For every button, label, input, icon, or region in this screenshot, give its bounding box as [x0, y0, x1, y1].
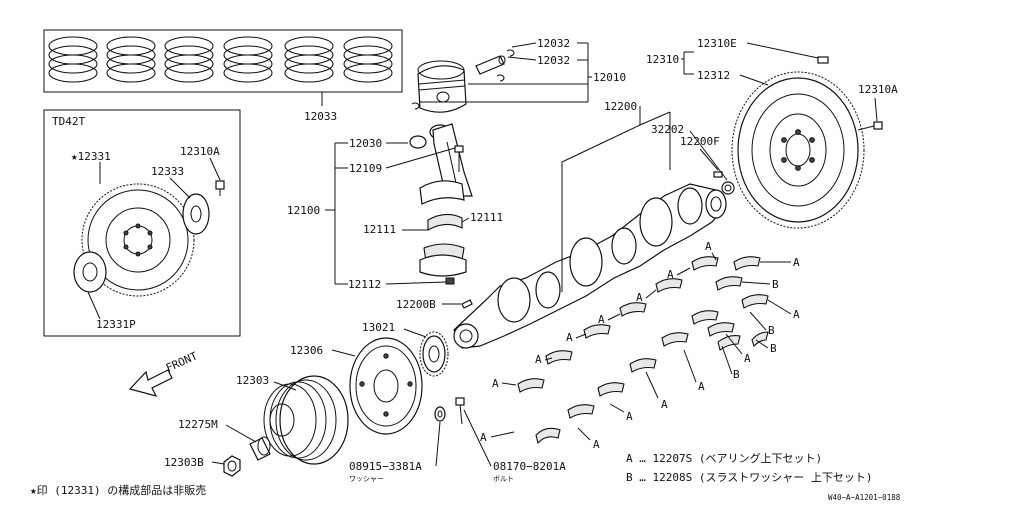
legend-b: B … 12208S (スラストワッシャー 上下セット)	[626, 471, 873, 484]
flywheel-dowel-label: 12310E	[697, 37, 737, 50]
piston	[417, 60, 467, 113]
td42t-inset: TD42T ★12331 12333 12310A 12331P	[43, 109, 241, 337]
pulley-damper	[263, 375, 349, 465]
inset-plate-label: 12333	[151, 165, 184, 178]
drawing-code: W40−A−A1201−0188	[828, 493, 901, 502]
crank-key-label: 12200B	[396, 298, 436, 311]
pilot-bearing	[721, 181, 735, 195]
pin-clip-label-b: 12032	[537, 54, 570, 67]
bushing-label: 12030	[349, 137, 382, 150]
bolt-name: ボルト	[493, 475, 514, 483]
pin-clip-label-a: 12032	[537, 37, 570, 50]
washer-12275m-label: 12275M	[178, 418, 218, 431]
bearing-tag-a: A	[598, 313, 605, 326]
bearing-tag-b: B	[770, 342, 777, 355]
pulley-bolt	[223, 455, 241, 477]
bearing-tag-a: A	[793, 256, 800, 269]
crankshaft-label: 12200	[604, 100, 637, 113]
damper-label: 12303	[236, 374, 269, 387]
conrod-assembly-label: 12100	[287, 204, 320, 217]
legend-a: A … 12207S (ベアリング上下セット)	[626, 451, 822, 465]
conrod-bolt-label: 12109	[349, 162, 382, 175]
inset-pilot-plate	[73, 251, 107, 293]
inset-bolt-label: 12310A	[180, 145, 220, 158]
ring-gear-label: 12312	[697, 69, 730, 82]
front-label: FRONT	[164, 349, 200, 374]
bearing-tag-b: B	[772, 278, 779, 291]
bearing-tag-labels: A A A A A A A A A A A A A A A B B B B	[480, 240, 800, 451]
crank-pin	[713, 171, 723, 178]
flywheel-bolt-label: 12310A	[858, 83, 898, 96]
pulley-bolt-label: 12303B	[164, 456, 204, 469]
inset-flywheel-label: ★12331	[71, 150, 111, 163]
conrod-bearing-right-label: 12111	[470, 211, 503, 224]
flywheel-dowel	[817, 56, 829, 64]
small-bolt	[455, 397, 465, 425]
bearing-tag-a: A	[626, 410, 633, 423]
conrod-nut-label: 12112	[348, 278, 381, 291]
conrod-nut	[445, 277, 455, 285]
bolt-08170-label: 08170−8201A	[493, 460, 566, 473]
conrod-bearing-left-label: 12111	[363, 223, 396, 236]
pilot-bearing-label: 32202	[651, 123, 684, 136]
piston-pin	[475, 55, 506, 75]
piston-label: 12010	[593, 71, 626, 84]
inset-pilot-label: 12331P	[96, 318, 136, 331]
inset-engine-code: TD42T	[52, 115, 85, 128]
bearing-tag-a: A	[667, 268, 674, 281]
bearing-tag-a: A	[744, 352, 751, 365]
inset-bolt	[215, 180, 225, 196]
washer-name: ワッシャー	[349, 475, 384, 483]
piston-ring-stack	[48, 36, 393, 83]
piston-clips	[411, 49, 515, 110]
crank-key	[461, 299, 473, 309]
conrod	[432, 123, 473, 197]
bearing-tag-a: A	[636, 291, 643, 304]
crank-pin-label: 12200F	[680, 135, 720, 148]
main-bearing-shells	[517, 256, 769, 445]
bearing-tag-a: A	[492, 377, 499, 390]
bearing-tag-a: A	[535, 353, 542, 366]
bearing-tag-a: A	[698, 380, 705, 393]
sprocket-label: 13021	[362, 321, 395, 334]
footnote: ★印 (12331) の構成部品は非販売	[30, 483, 206, 497]
bearing-tag-a: A	[480, 431, 487, 444]
bearing-tag-a: A	[793, 308, 800, 321]
front-arrow-icon	[128, 369, 173, 397]
flywheel	[731, 71, 865, 229]
bearing-tag-a: A	[593, 438, 600, 451]
conrod-bolt	[454, 145, 464, 172]
crank-pulley	[349, 337, 423, 435]
inset-flywheel	[81, 183, 195, 297]
bearing-tag-b: B	[733, 368, 740, 381]
conrod-bearing-upper	[427, 213, 463, 231]
crankshaft	[453, 183, 727, 349]
bearing-tag-b: B	[768, 324, 775, 337]
washer-08915-label: 08915−3381A	[349, 460, 422, 473]
bearing-tag-a: A	[705, 240, 712, 253]
conrod-big-end	[419, 180, 465, 205]
pulley-label: 12306	[290, 344, 323, 357]
bearing-leaders	[490, 252, 792, 441]
bearing-tag-a: A	[566, 331, 573, 344]
pulley-washer	[249, 436, 271, 461]
piston-ring-set: 12033	[43, 29, 403, 123]
inset-plate	[182, 193, 210, 235]
crank-sprocket	[419, 331, 449, 377]
conrod-cap	[419, 243, 467, 277]
small-washer	[434, 406, 446, 422]
piston-ring-label: 12033	[304, 110, 337, 123]
flywheel-label: 12310	[646, 53, 679, 66]
bearing-tag-a: A	[661, 398, 668, 411]
flywheel-bolt	[857, 121, 883, 131]
